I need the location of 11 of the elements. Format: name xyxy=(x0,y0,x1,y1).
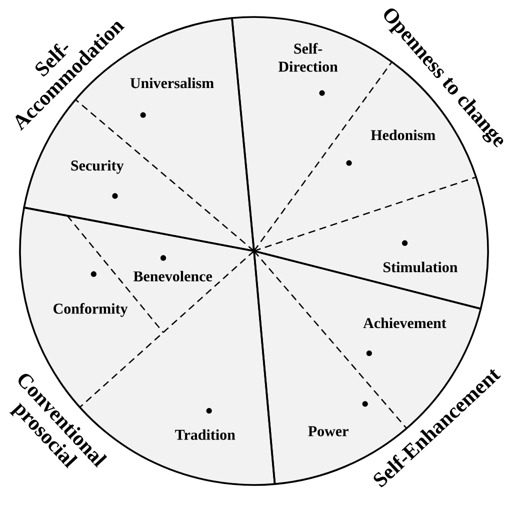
node-label: Self- Direction xyxy=(278,43,338,72)
node-label: Power xyxy=(308,426,348,436)
node-label: Tradition xyxy=(175,429,236,440)
node-label: Benevolence xyxy=(133,270,212,282)
node-label: Achievement xyxy=(363,318,446,328)
node-label: Stimulation xyxy=(384,262,458,272)
node-label: Hedonism xyxy=(370,130,436,140)
node-label: Conformity xyxy=(54,303,128,317)
node-label: Security xyxy=(71,160,124,174)
node-label: Universalism xyxy=(130,78,214,88)
pie-sector: Stimulation xyxy=(254,177,488,309)
